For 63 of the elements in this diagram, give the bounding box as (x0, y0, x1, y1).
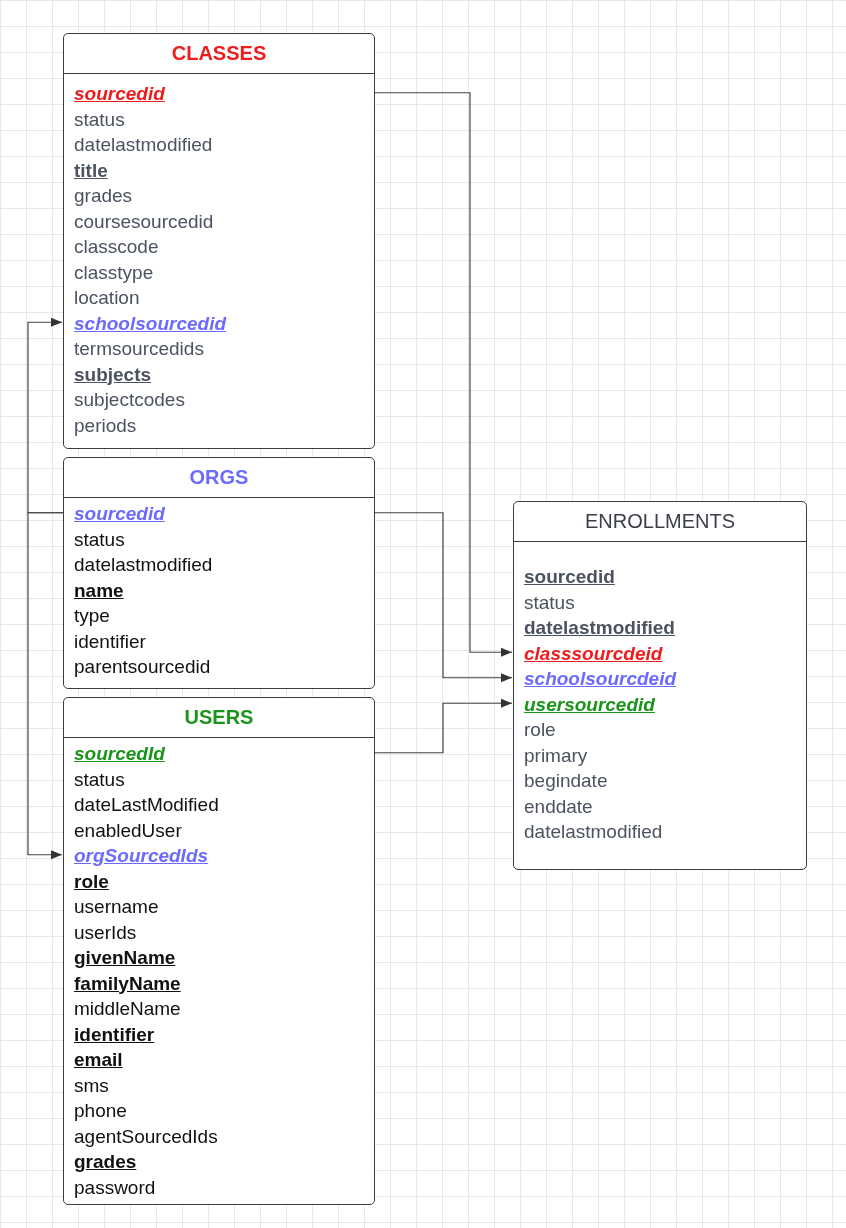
field-name: role (74, 869, 109, 894)
field-name: status (524, 590, 575, 615)
field-name: type (74, 604, 110, 628)
field-name: subjectcodes (74, 388, 185, 412)
field-name: role (524, 718, 556, 742)
field-name: identifier (74, 629, 146, 654)
entity-table (63, 33, 375, 449)
field-name: status (74, 527, 125, 552)
field-name: parentsourcedid (74, 655, 211, 679)
table-title: USERS (184, 706, 254, 729)
field-name: status (74, 767, 125, 792)
field-name: schoolsourcdeid (524, 667, 677, 691)
field-name: enddate (524, 794, 593, 819)
field-name: grades (74, 184, 133, 208)
entity-table (63, 457, 375, 689)
field-name: name (74, 578, 124, 603)
field-name: familyName (74, 971, 181, 996)
field-name: classsourcdeid (524, 641, 663, 666)
field-name: periods (74, 413, 137, 438)
field-name: givenName (74, 946, 176, 970)
field-name: email (74, 1048, 123, 1072)
field-name: sms (74, 1073, 109, 1098)
field-name: middleName (74, 997, 181, 1021)
field-name: identifier (74, 1022, 155, 1047)
field-name: title (74, 158, 108, 183)
field-name: usersourcedid (524, 692, 655, 717)
connector-arrow (27, 512, 64, 860)
field-name: sourcedid (74, 82, 165, 106)
field-name: classcode (74, 235, 159, 259)
table-title: ENROLLMENTS (585, 510, 735, 533)
field-name: datelastmodified (74, 553, 213, 577)
field-name: datelastmodified (524, 820, 663, 844)
field-name: schoolsourcedid (74, 311, 227, 336)
field-name: primary (524, 743, 588, 768)
field-name: grades (74, 1150, 137, 1174)
field-name: datelastmodified (524, 616, 675, 640)
field-name: subjects (74, 362, 152, 387)
connector-arrow (374, 512, 513, 683)
field-name: termsourcedids (74, 337, 204, 361)
entity-table (513, 501, 807, 870)
field-name: orgSourcedIds (74, 844, 209, 868)
field-name: location (74, 286, 140, 310)
field-name: phone (74, 1099, 127, 1123)
entity-table (63, 697, 375, 1205)
field-name: status (74, 107, 125, 132)
field-name: userIds (74, 920, 137, 945)
table-title: CLASSES (171, 42, 267, 65)
connector-arrow (27, 317, 64, 514)
field-name: begindate (524, 769, 608, 793)
field-name: datelastmodified (74, 133, 213, 157)
field-name: classtype (74, 260, 154, 285)
field-name: password (74, 1175, 156, 1200)
connector-arrow (374, 698, 513, 754)
field-name: enabledUser (74, 818, 182, 843)
field-name: sourcedid (524, 565, 615, 589)
field-name: agentSourcedIds (74, 1124, 218, 1149)
field-name: coursesourcedid (74, 209, 214, 234)
field-name: dateLastModified (74, 793, 219, 817)
field-name: sourcedid (74, 502, 165, 526)
table-title: ORGS (189, 466, 249, 489)
field-name: username (74, 895, 159, 919)
field-name: sourcedId (74, 742, 165, 766)
connector-arrow (374, 92, 513, 657)
